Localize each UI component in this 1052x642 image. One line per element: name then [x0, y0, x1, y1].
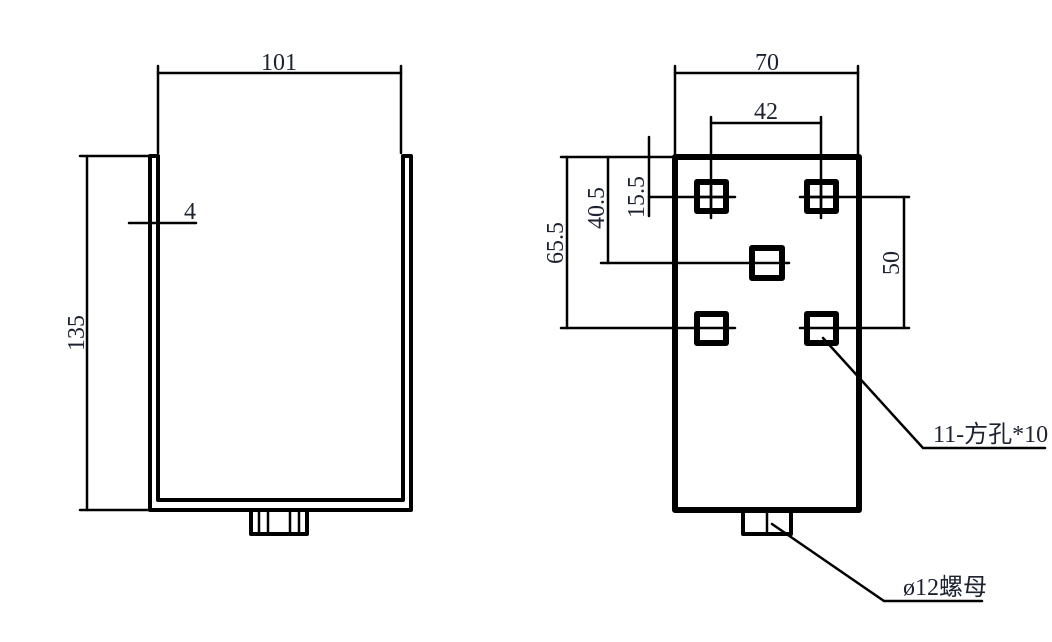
- hole-note: 11-方孔*10: [933, 421, 1048, 448]
- u-channel-outer: [148, 154, 413, 512]
- dim-label-135: 135: [64, 315, 90, 351]
- dim-label-101: 101: [261, 50, 297, 76]
- dim-label-15-5: 15.5: [624, 176, 650, 218]
- dim-label-42: 42: [754, 99, 778, 125]
- nut-front: [249, 508, 309, 536]
- dimension-hole-spacing-42: 42: [709, 99, 823, 220]
- dimension-thickness-4: 4: [127, 199, 198, 225]
- dimension-50: 50: [798, 195, 911, 330]
- dim-label-50: 50: [879, 251, 905, 275]
- dimension-height-135: 135: [64, 154, 150, 512]
- front-view: 101 135 4: [64, 50, 413, 536]
- dim-label-70: 70: [755, 50, 779, 76]
- dim-label-40-5: 40.5: [584, 187, 610, 229]
- dimension-65-5: 65.5: [543, 155, 737, 330]
- side-view: 70 42 65.5 40.5 15.5: [543, 50, 1048, 603]
- nut-note: ø12螺母: [903, 574, 987, 601]
- dimension-width-101: 101: [156, 50, 403, 155]
- dim-label-65-5: 65.5: [543, 222, 569, 264]
- dimension-width-70: 70: [673, 50, 860, 157]
- dim-label-4: 4: [184, 199, 196, 225]
- dimension-40-5: 40.5: [584, 155, 791, 265]
- nut-note-leader: ø12螺母: [770, 522, 987, 603]
- dimension-15-5: 15.5: [624, 135, 737, 218]
- hole-note-leader: 11-方孔*10: [821, 336, 1048, 450]
- nut-side: [741, 509, 793, 536]
